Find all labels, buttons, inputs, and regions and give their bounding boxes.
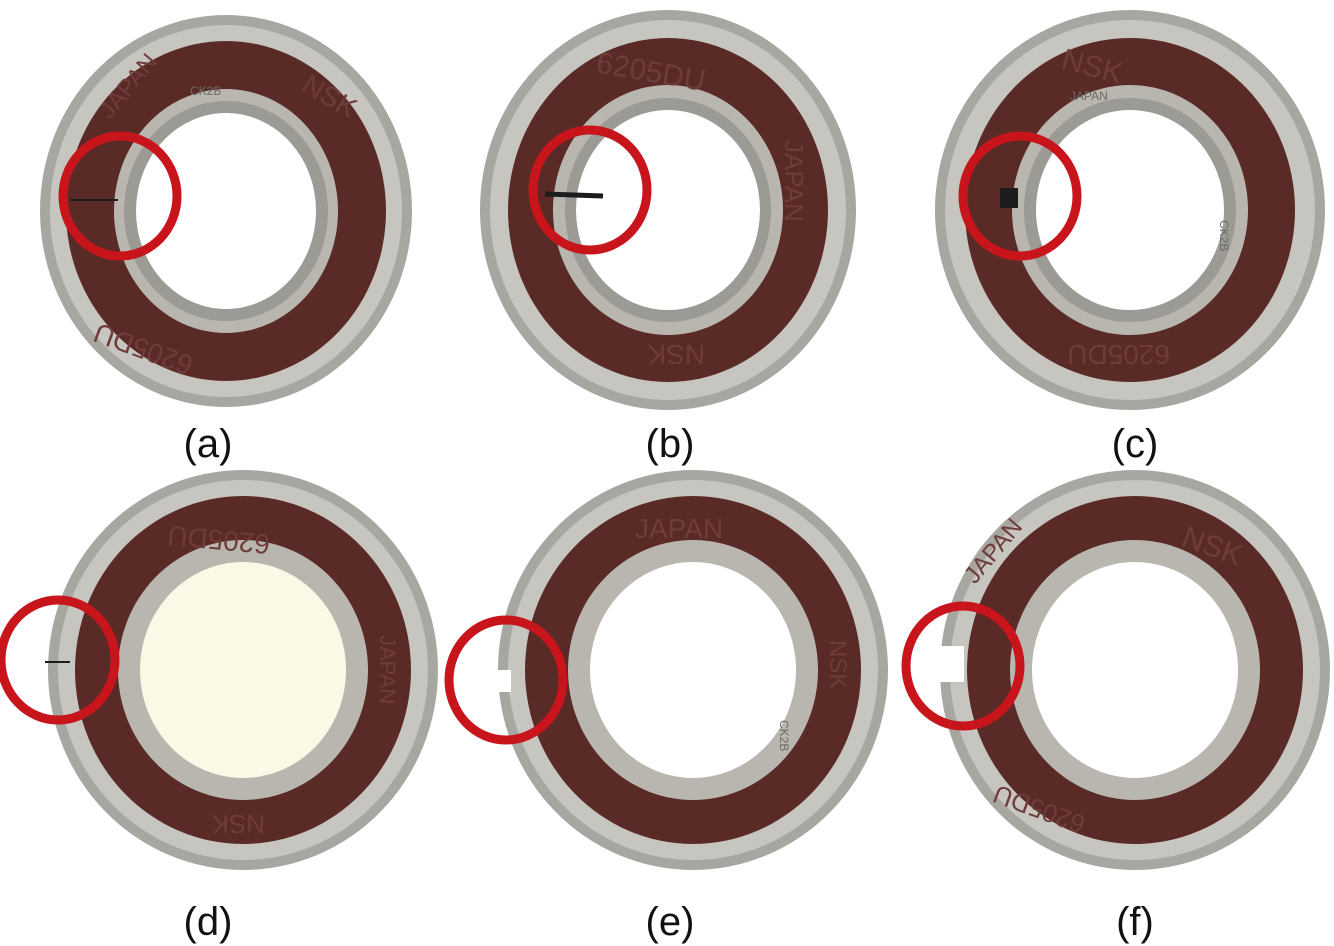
marking-a-4: CK2B	[190, 84, 221, 98]
marking-e-1: JAPAN	[635, 513, 723, 544]
caption-d: (d)	[183, 900, 233, 944]
marking-c-4: CK2B	[1217, 220, 1231, 251]
marking-d-2: JAPAN	[375, 635, 400, 704]
bearing-e-svg: JAPAN NSK CK2B	[444, 470, 888, 870]
caption-f: (f)	[1116, 900, 1154, 944]
notch-f	[938, 646, 964, 682]
marking-e-2: NSK	[824, 640, 851, 689]
marking-d-3: NSK	[211, 809, 265, 839]
marking-e-3: CK2B	[777, 720, 791, 751]
marking-c-3: 6205DU	[1067, 339, 1170, 370]
bore-d	[140, 562, 346, 778]
defect-marker-b	[528, 125, 652, 255]
defect-marker-f	[901, 601, 1025, 731]
bearing-c-svg: NSK JAPAN 6205DU CK2B	[935, 10, 1325, 410]
notch-e	[493, 670, 511, 692]
marking-c-2: JAPAN	[1070, 89, 1108, 103]
bearing-d-svg: 6205DU JAPAN NSK	[0, 470, 438, 870]
defect-marker-d	[0, 595, 120, 725]
bearing-photo-f: NSK JAPAN 6205DU	[890, 470, 1334, 946]
bore-b	[576, 110, 760, 310]
crack-b	[544, 191, 604, 199]
caption-b: (b)	[645, 422, 695, 466]
crack-c	[1000, 188, 1018, 208]
caption-e: (e)	[645, 900, 695, 944]
defect-marker-a	[58, 131, 182, 261]
bearing-photo-c: NSK JAPAN 6205DU CK2B	[890, 0, 1334, 470]
marking-b-3: JAPAN	[779, 140, 809, 222]
bore-a	[136, 113, 316, 309]
bearing-photo-d: 6205DU JAPAN NSK	[0, 470, 445, 946]
defect-marker-c	[958, 131, 1082, 261]
bore-c	[1036, 110, 1224, 310]
bore-e	[590, 562, 796, 778]
marking-b-2: NSK	[647, 339, 705, 370]
bearing-photo-a: NSK JAPAN 6205DU CK2B	[0, 0, 445, 470]
bearing-a-svg: NSK JAPAN 6205DU CK2B	[40, 15, 412, 407]
bearing-photo-e: JAPAN NSK CK2B	[444, 470, 890, 946]
caption-c: (c)	[1111, 422, 1159, 466]
bore-f	[1032, 562, 1238, 778]
bearing-f-svg: NSK JAPAN 6205DU	[901, 470, 1330, 870]
bearing-photo-b: 6205DU NSK JAPAN	[445, 0, 890, 470]
defect-marker-e	[444, 615, 568, 745]
caption-a: (a)	[183, 422, 233, 466]
bearing-b-svg: 6205DU NSK JAPAN	[480, 10, 856, 410]
